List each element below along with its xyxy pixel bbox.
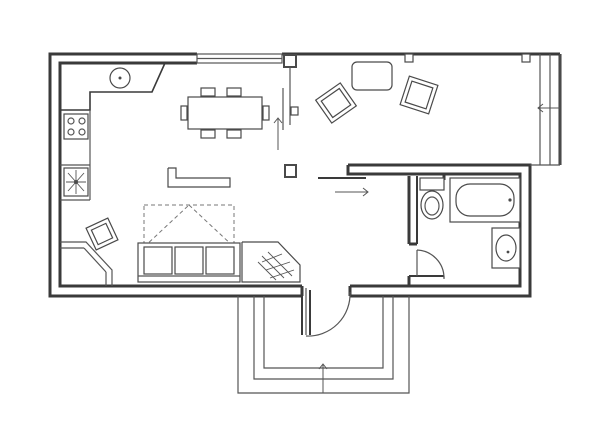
window-arrow-icon [537,103,560,113]
sink-icon [109,67,131,89]
armchair-icon [85,217,119,251]
tv-unit-icon [167,167,231,188]
column [283,54,297,68]
direction-arrow-icon [273,117,283,150]
entrance-arrow-icon [318,363,328,393]
bathroom-sink-icon [491,227,521,269]
dining-table-icon [180,87,270,139]
stairs [241,241,301,283]
stove-icon [63,113,89,140]
bathtub-icon [449,177,521,223]
plant-icon [63,167,89,197]
outer-walls [48,52,562,298]
right-window [530,54,561,166]
door-swing-icon [416,249,445,279]
sofa-icon [137,242,241,283]
corner-shelf [60,241,113,286]
entrance-walls [300,276,411,335]
armchair-icon [399,75,439,115]
rug [143,204,235,248]
top-window [196,53,283,64]
kitchen-counter [60,62,166,201]
toilet-icon [419,177,445,220]
coffee-table-icon [351,61,393,91]
armchair-icon [314,82,358,124]
column [284,164,297,178]
column [521,53,531,63]
bathroom-walls [407,174,446,277]
direction-arrow-icon [335,187,369,197]
column [404,53,414,63]
door-swing-icon [305,288,351,337]
